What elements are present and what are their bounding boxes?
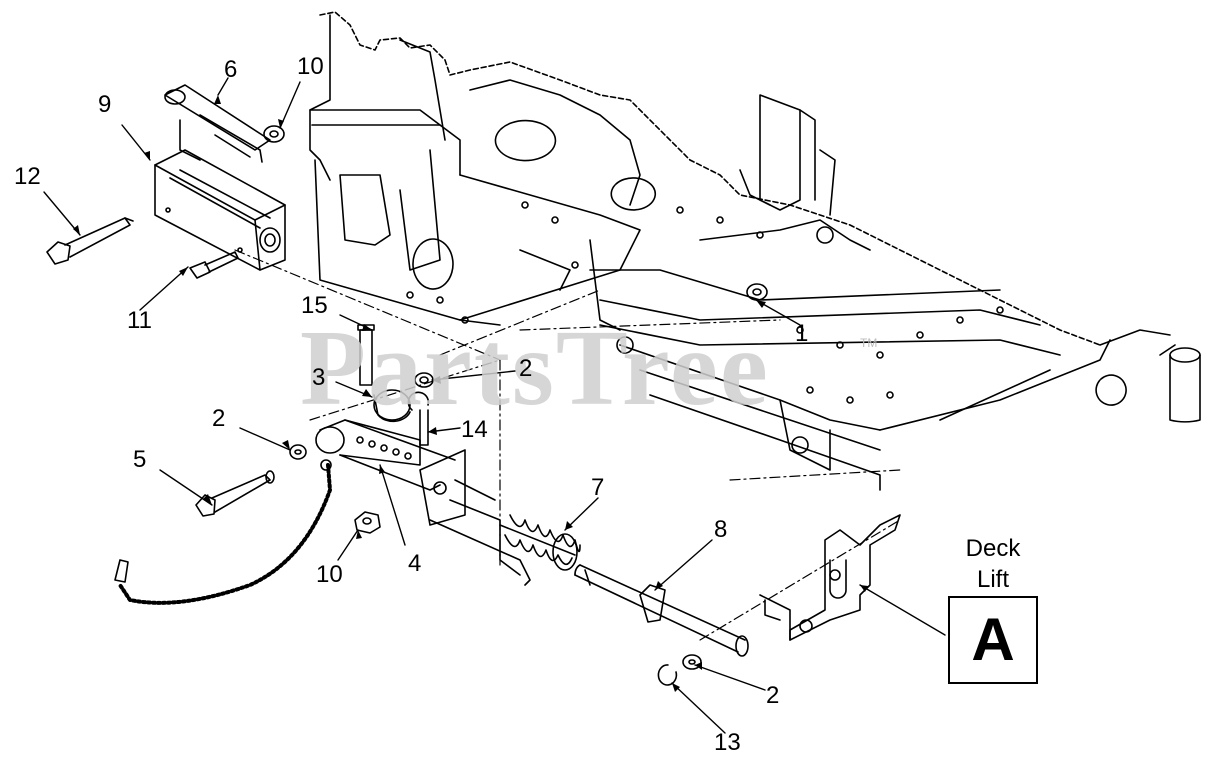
callout-10: 10	[316, 561, 343, 588]
nut-lower	[354, 511, 381, 534]
reference-title: Deck Lift	[948, 533, 1038, 595]
reference-lines	[234, 249, 901, 641]
callout-13: 13	[714, 729, 741, 756]
callout-1: 1	[795, 320, 809, 347]
wire-harness	[114, 459, 332, 605]
spring	[499, 514, 581, 571]
callout-2: 2	[519, 355, 533, 382]
reference-title-line2: Lift	[976, 566, 1009, 593]
callout-9: 9	[98, 91, 112, 118]
shoulder-bolt	[195, 470, 275, 517]
e-clip	[657, 664, 678, 686]
watermark-text: PartsTree	[300, 309, 770, 428]
callout-12: 12	[14, 163, 41, 190]
reference-letter: A	[971, 606, 1015, 673]
reference-box: A	[948, 596, 1038, 684]
lift-arm	[315, 419, 531, 586]
deck-lift-bracket	[759, 514, 901, 641]
switch-housing	[154, 149, 286, 271]
washer-upper	[263, 125, 285, 143]
callout-6: 6	[224, 56, 238, 83]
callout-8: 8	[714, 516, 728, 543]
tractor-frame	[309, 11, 1201, 491]
deck-lift-rod	[574, 564, 749, 657]
long-bolt	[46, 217, 134, 265]
leader-arrowheads	[73, 95, 868, 692]
callout-5: 5	[133, 446, 147, 473]
washer-lower	[682, 654, 702, 670]
washer-left	[289, 444, 307, 460]
screw	[189, 251, 239, 279]
reference-title-line1: Deck	[965, 535, 1021, 562]
callout-7: 7	[591, 474, 605, 501]
callout-4: 4	[408, 550, 422, 577]
callout-10: 10	[297, 53, 324, 80]
callout-3: 3	[312, 364, 326, 391]
leader-lines	[43, 77, 946, 734]
callout-11: 11	[127, 307, 152, 334]
callout-14: 14	[461, 416, 488, 443]
watermark-trademark: TM	[860, 336, 878, 350]
callout-15: 15	[301, 292, 328, 319]
callout-2: 2	[212, 405, 226, 432]
callout-2: 2	[766, 682, 780, 709]
bracket	[164, 84, 271, 163]
